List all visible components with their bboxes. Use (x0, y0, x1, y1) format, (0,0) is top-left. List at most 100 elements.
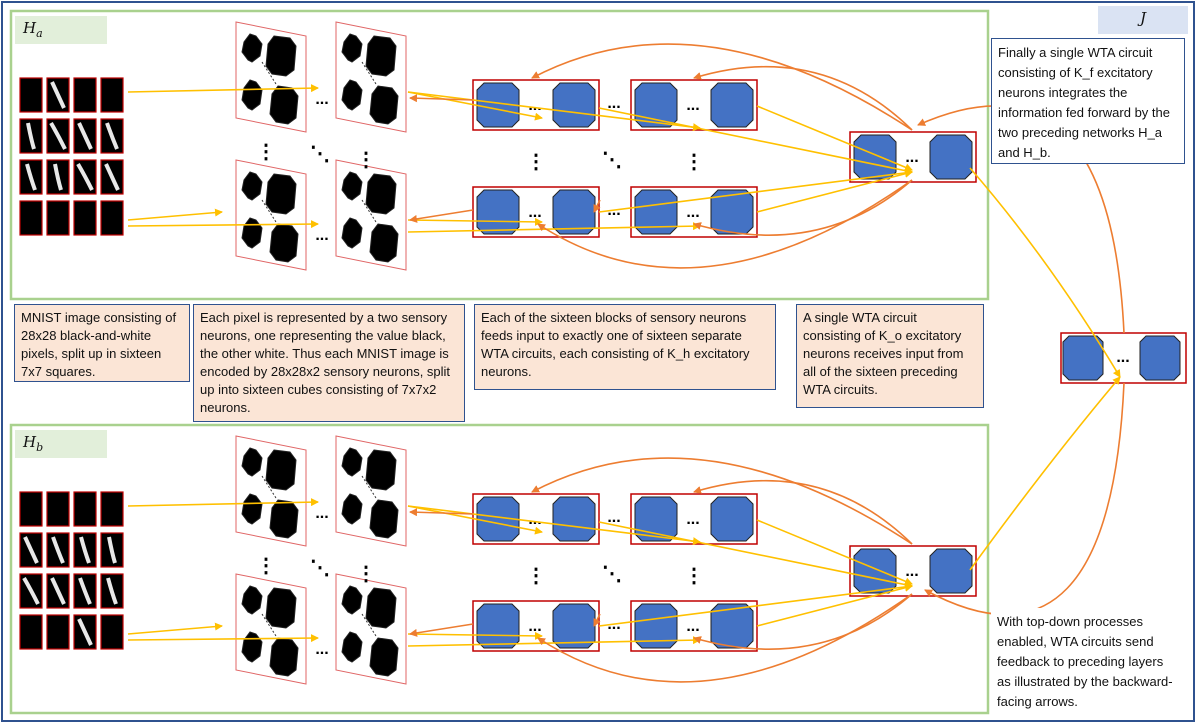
connection-arrow (127, 84, 319, 93)
ddots: ⋱ (310, 143, 330, 165)
connection-arrow (598, 582, 913, 627)
connection-arrow (598, 168, 913, 213)
vdots: ⋮ (526, 151, 546, 173)
ellipsis: ... (905, 563, 918, 580)
ddots: ⋱ (602, 149, 622, 171)
wta-circuit: ... (472, 600, 600, 652)
connection-arrow (407, 91, 701, 132)
connection-arrow (693, 479, 913, 545)
connection-arrow (693, 65, 913, 131)
sensory-blob (365, 587, 397, 629)
connection-arrow (407, 91, 543, 121)
ellipsis: ... (686, 97, 699, 114)
ellipsis: ... (686, 204, 699, 221)
ellipsis: ... (686, 618, 699, 635)
sensory-cube (335, 21, 407, 133)
sensory-blob (369, 85, 399, 125)
neuron (634, 496, 678, 542)
mnist-square (73, 77, 97, 113)
sensory-blob (369, 223, 399, 263)
network-ha: ......⋮⋮⋱..................⋮⋮⋱... (19, 21, 977, 271)
vdots: ⋮ (256, 141, 276, 163)
sensory-blob (369, 637, 399, 677)
sensory-cube (335, 573, 407, 685)
sensory-blob (265, 449, 297, 491)
ellipsis-j: ... (1116, 349, 1129, 366)
sensory-blob (341, 447, 363, 477)
mnist-square (100, 77, 124, 113)
vdots: ⋮ (256, 555, 276, 577)
sensory-cube (235, 21, 307, 133)
label-hb: Hb (15, 430, 107, 458)
wta-circuit-output: ... (849, 131, 977, 183)
connection-arrow (409, 623, 474, 637)
mnist-square (100, 491, 124, 527)
wta-circuit-j: ... (1060, 332, 1187, 384)
label-ha-main: H (23, 19, 37, 37)
panel-ha (9, 9, 990, 301)
sensory-blob (341, 33, 363, 63)
mnist-square (73, 200, 97, 236)
vdots: ⋮ (684, 151, 704, 173)
connection-arrow (693, 179, 913, 236)
connection-arrow (409, 209, 474, 223)
sensory-blob (341, 631, 363, 663)
connection-arrow (598, 107, 913, 175)
sensory-blob (265, 173, 297, 215)
neuron (853, 548, 897, 594)
neuron (476, 603, 520, 649)
connection-arrow (537, 593, 913, 683)
ellipsis: ... (315, 91, 328, 108)
caption-pixel: Each pixel is represented by a two senso… (193, 304, 465, 422)
connection-arrow (756, 105, 913, 172)
connection-arrow (127, 208, 223, 221)
network-hb: ......⋮⋮⋱..................⋮⋮⋱... (19, 435, 977, 685)
neuron (552, 189, 596, 235)
mnist-square (46, 614, 70, 650)
mnist-image (19, 491, 124, 650)
sensory-blob (269, 499, 299, 539)
ellipsis: ... (905, 149, 918, 166)
sensory-blob (265, 35, 297, 77)
mnist-square (100, 200, 124, 236)
sensory-blob (241, 79, 263, 111)
vdots: ⋮ (356, 149, 376, 171)
connection-arrow (537, 179, 913, 269)
connection-arrow (593, 199, 601, 213)
mnist-image (19, 77, 124, 236)
mnist-square (19, 200, 43, 236)
wta-circuit: ... (472, 186, 600, 238)
ellipsis: ... (528, 204, 541, 221)
ellipsis: ... (528, 511, 541, 528)
connection-arrow (407, 217, 543, 226)
sensory-blob (265, 587, 297, 629)
sensory-blob (341, 217, 363, 249)
neuron (552, 603, 596, 649)
connection-arrow (756, 519, 913, 586)
sensory-cube (235, 573, 307, 685)
neuron (853, 134, 897, 180)
connection-arrow (531, 457, 913, 545)
sensory-blob (241, 585, 263, 615)
connection-arrow (593, 613, 601, 627)
mnist-square (73, 491, 97, 527)
caption-blocks: Each of the sixteen blocks of sensory ne… (474, 304, 776, 390)
ellipsis: ... (315, 505, 328, 522)
sensory-blob (341, 171, 363, 201)
ddots: ⋱ (602, 563, 622, 585)
wta-circuit: ... (630, 186, 758, 238)
label-ha-sub: a (36, 27, 43, 40)
connection-arrow (531, 43, 913, 131)
connection-arrow (407, 505, 543, 535)
neuron (634, 82, 678, 128)
label-j: J (1098, 6, 1188, 34)
label-hb-main: H (23, 433, 37, 451)
mnist-square (46, 491, 70, 527)
neuron (552, 82, 596, 128)
caption-single: A single WTA circuit consisting of K_o e… (796, 304, 984, 408)
sensory-cube (335, 159, 407, 271)
mnist-square (19, 614, 43, 650)
sensory-blob (241, 493, 263, 525)
panel-hb (9, 423, 990, 715)
wta-circuit: ... (630, 493, 758, 545)
